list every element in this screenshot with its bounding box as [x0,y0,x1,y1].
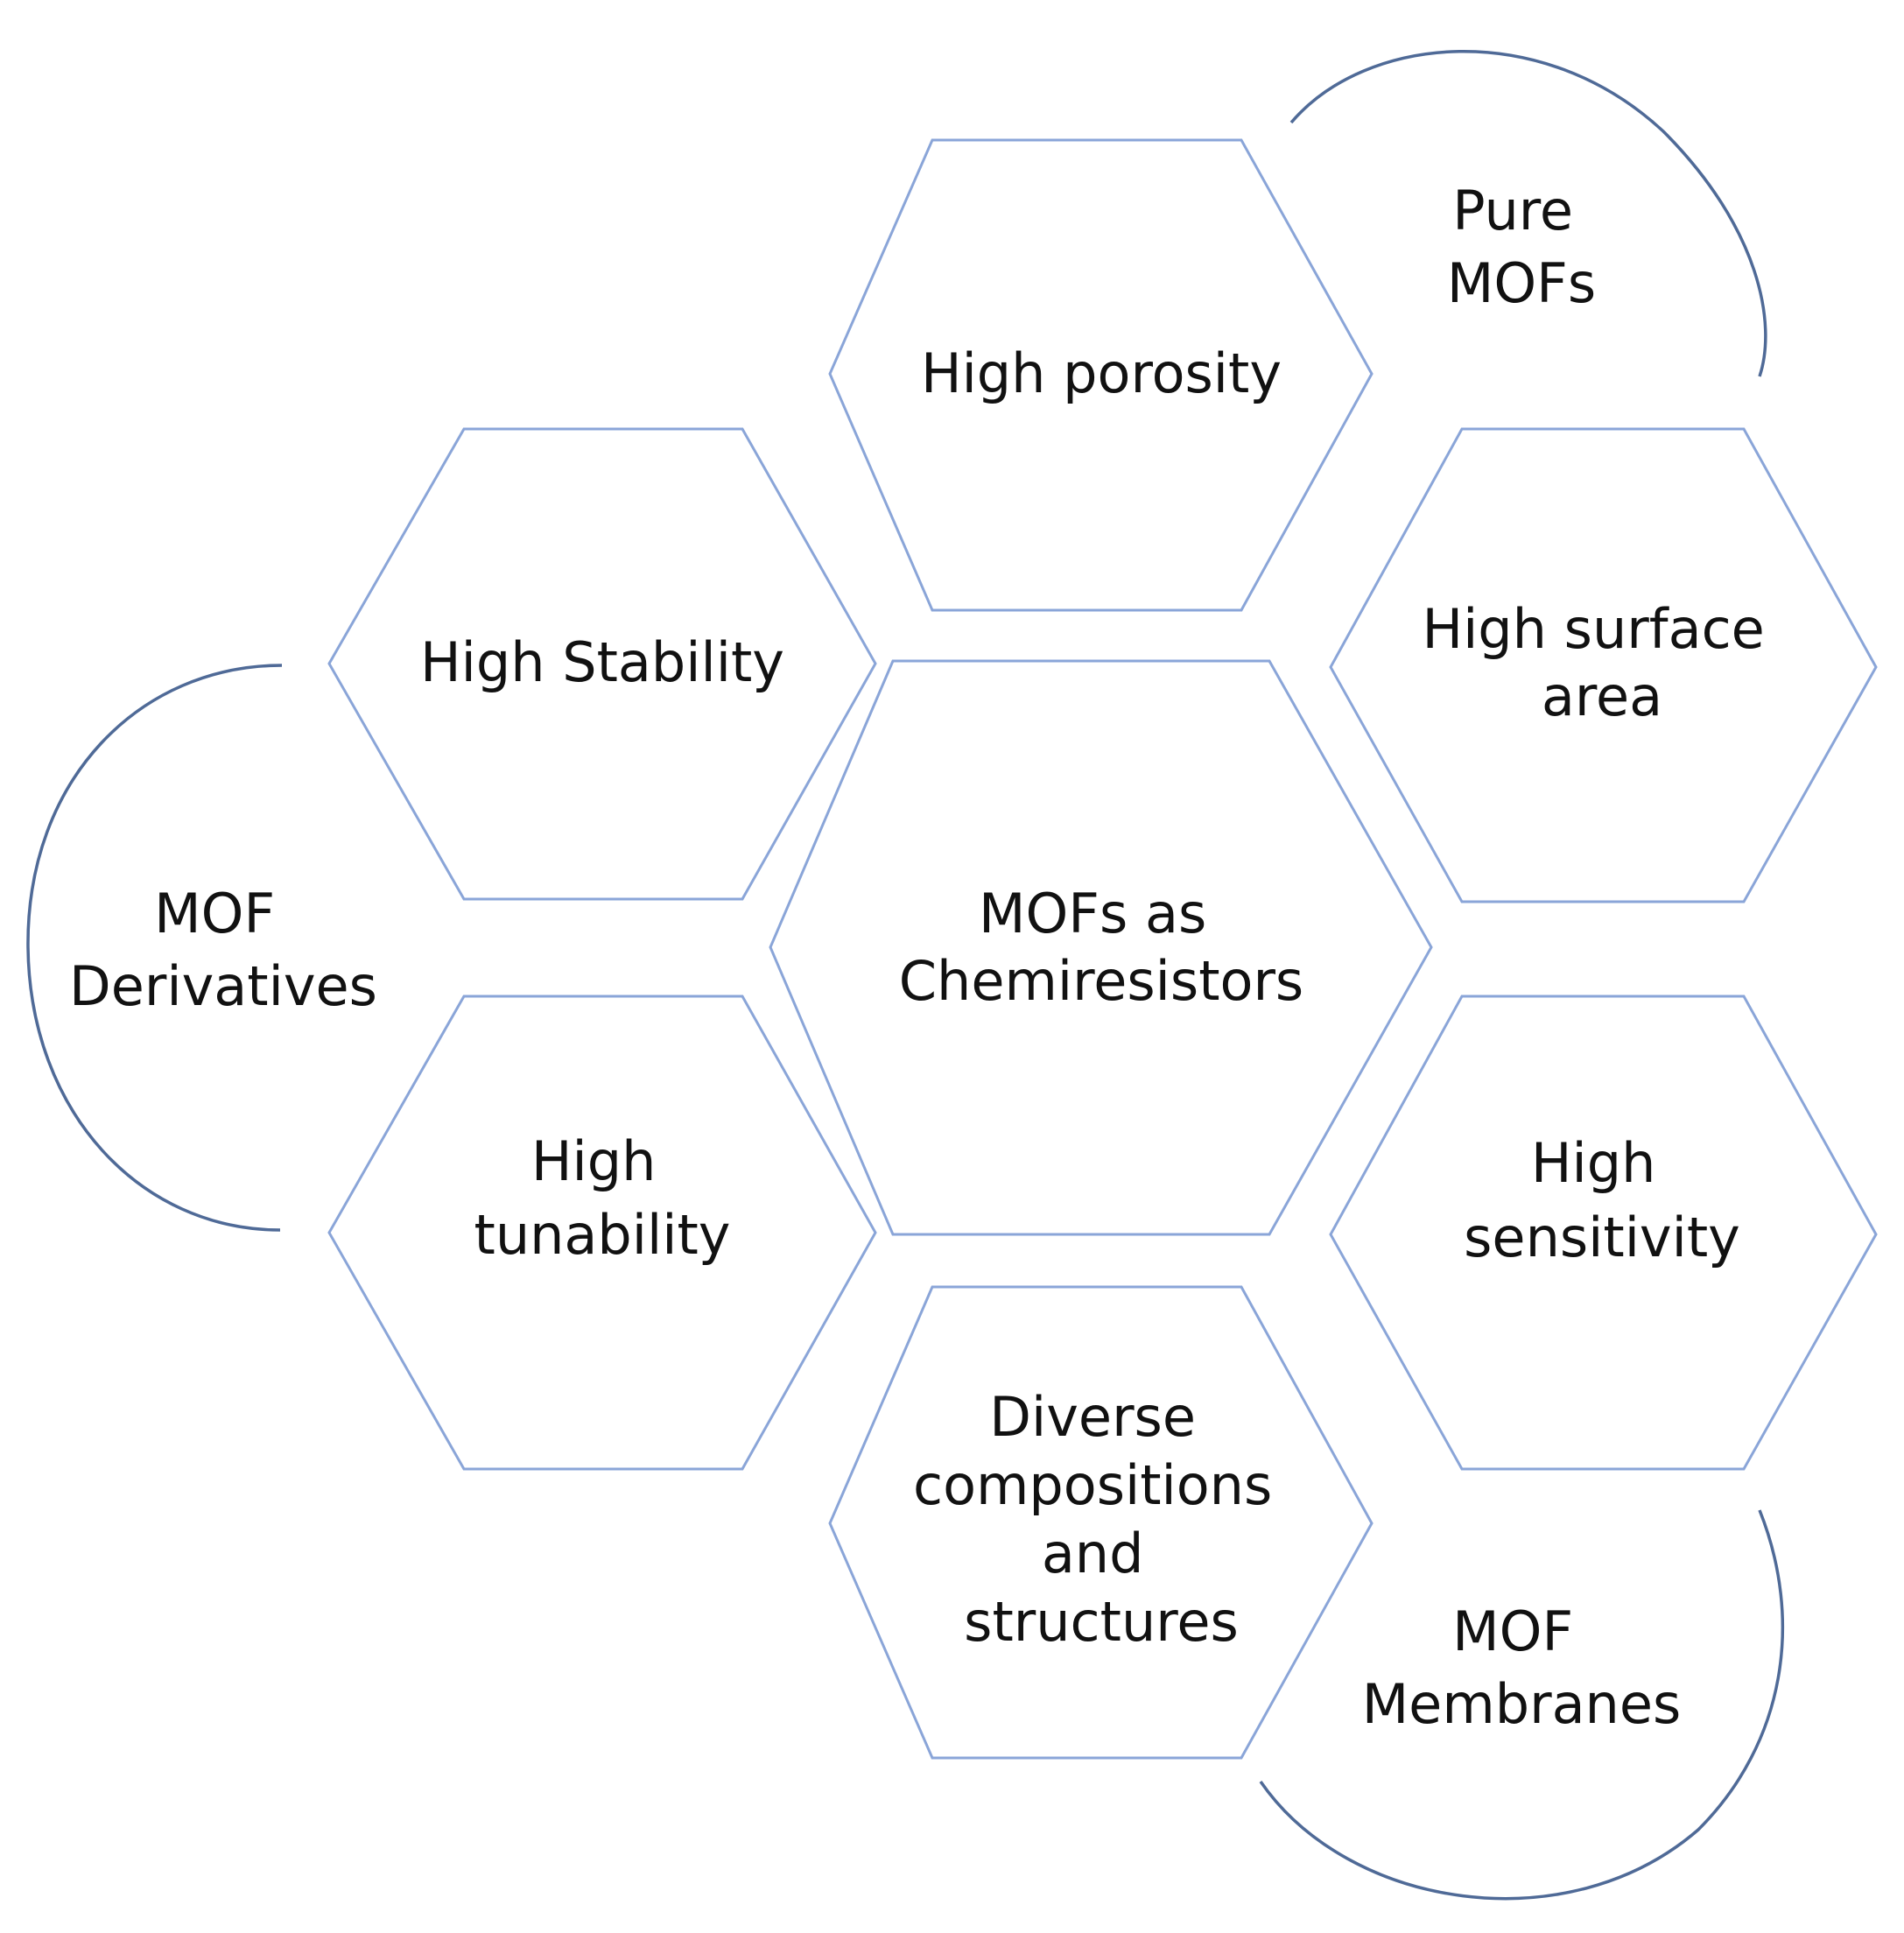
hexagon-high-tunability [327,995,877,1471]
mof-membranes-arc [1259,1509,1785,1901]
hexagon-high-porosity [828,138,1374,612]
label-diverse-compositions: Diverse compositions and structures [913,1385,1289,1654]
label-high-tunability-line-2: tunability [474,1203,731,1267]
center-hexagon [769,659,1433,1236]
pure-mofs-arc [1289,50,1767,377]
hexagon-high-stability [327,427,877,901]
label-high-sensitivity-line-2: sensitivity [1464,1205,1740,1269]
label-high-porosity: High porosity [921,341,1282,405]
label-mof-membranes: MOF Membranes [1362,1599,1682,1736]
label-mof-derivatives-line-2: Derivatives [69,954,377,1018]
label-high-surface-area-line-1: High surface [1422,597,1764,661]
label-high-sensitivity-line-1: High [1531,1131,1656,1195]
label-pure-mofs-line-2: MOFs [1447,251,1596,315]
label-high-porosity-line-1: High porosity [921,341,1282,405]
label-high-surface-area: High surface area [1422,597,1781,728]
label-high-sensitivity: High sensitivity [1464,1131,1740,1269]
label-mof-membranes-line-2: Membranes [1362,1672,1682,1736]
hexagon-high-sensitivity [1329,995,1878,1471]
label-diverse-compositions-line-1: Diverse [989,1385,1196,1449]
label-mof-derivatives: MOF Derivatives [69,882,377,1018]
mof-derivatives-arc [26,664,283,1232]
label-high-stability: High Stability [420,630,784,694]
center-label-line-1: MOFs as [979,882,1206,945]
label-mof-derivatives-line-1: MOF [154,882,275,945]
label-diverse-compositions-line-3: and [1042,1522,1144,1585]
label-diverse-compositions-line-2: compositions [913,1453,1272,1517]
label-pure-mofs-line-1: Pure [1452,179,1573,243]
label-diverse-compositions-line-4: structures [964,1590,1239,1654]
label-high-tunability-line-1: High [531,1129,657,1193]
center-label: MOFs as Chemiresistors [899,882,1304,1013]
hexagon-high-surface-area [1329,427,1878,903]
label-high-stability-line-1: High Stability [420,630,784,694]
label-high-surface-area-line-2: area [1542,664,1662,728]
label-pure-mofs: Pure MOFs [1447,179,1596,315]
hexagon-diverse-compositions [828,1285,1374,1760]
center-label-line-2: Chemiresistors [899,949,1304,1013]
label-high-tunability: High tunability [474,1129,731,1267]
label-mof-membranes-line-1: MOF [1452,1599,1573,1663]
